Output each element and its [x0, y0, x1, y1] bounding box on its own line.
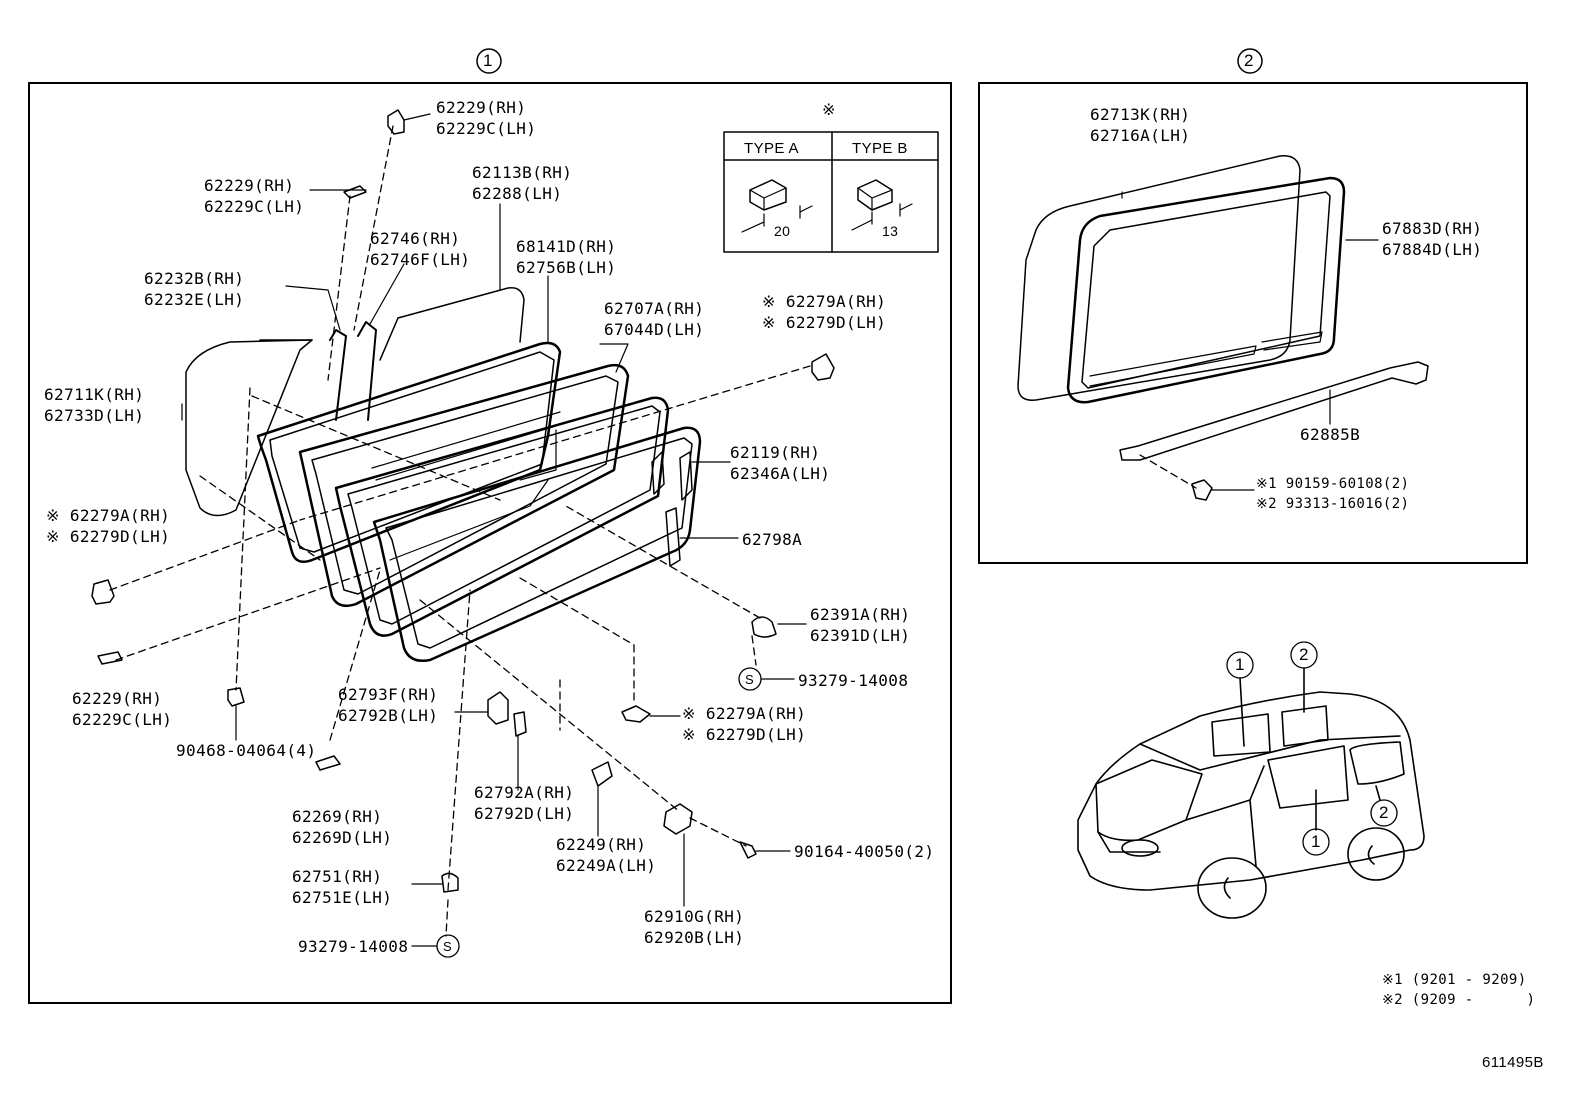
- part-label-62746: 62746(RH)62746F(LH): [370, 229, 471, 269]
- part-label-62910g: 62910G(RH)62920B(LH): [644, 907, 745, 947]
- vehicle-marker-2-top: 2: [1299, 645, 1309, 664]
- part-label-62229-bottom: 62229(RH)62229C(LH): [72, 689, 173, 729]
- type-table-note-mark: ※: [822, 102, 836, 119]
- part-label-62229-left: 62229(RH)62229C(LH): [204, 176, 305, 216]
- part-label-62711k: 62711K(RH)62733D(LH): [44, 385, 145, 425]
- panel-2-marker-circle: [1237, 48, 1263, 74]
- type-b-dimension: 13: [882, 223, 899, 239]
- drawing-id: 611495B: [1482, 1054, 1544, 1071]
- part-label-62798a: 62798A: [742, 530, 803, 549]
- part-label-62391a: 62391A(RH)62391D(LH): [810, 605, 911, 645]
- part-label-62119: 62119(RH)62346A(LH): [730, 443, 831, 483]
- type-a-heading: TYPE A: [744, 140, 799, 157]
- panel-1-marker-circle: [476, 48, 502, 74]
- panel-1-frame: [28, 82, 952, 1004]
- part-label-62232b: 62232B(RH)62232E(LH): [144, 269, 245, 309]
- s-symbol-right: S: [745, 672, 755, 687]
- part-label-62113b: 62113B(RH)62288(LH): [472, 163, 573, 203]
- type-b-heading: TYPE B: [852, 140, 908, 157]
- part-label-93279-right: 93279-14008: [798, 671, 909, 690]
- s-symbol-bottom: S: [443, 939, 453, 954]
- part-label-62713k: 62713K(RH)62716A(LH): [1090, 105, 1191, 145]
- part-label-62229-top: 62229(RH)62229C(LH): [436, 98, 537, 138]
- type-a-dimension: 20: [774, 223, 791, 239]
- part-label-68141d: 68141D(RH)62756B(LH): [516, 237, 617, 277]
- part-label-62793f: 62793F(RH)62792B(LH): [338, 685, 439, 725]
- part-label-90164: 90164-40050(2): [794, 842, 935, 861]
- part-label-62279a-left: ※ 62279A(RH)※ 62279D(LH): [46, 506, 171, 546]
- type-table-frame: [723, 131, 939, 253]
- part-label-62707a: 62707A(RH)67044D(LH): [604, 299, 705, 339]
- production-date-notes: ※1 (9201 - 9209)※2 (9209 - ): [1382, 972, 1536, 1008]
- part-label-62279a-right: ※ 62279A(RH)※ 62279D(LH): [762, 292, 887, 332]
- part-label-93279-bottom: 93279-14008: [298, 937, 409, 956]
- part-label-67883d: 67883D(RH)67884D(LH): [1382, 219, 1483, 259]
- vehicle-marker-2-rear: 2: [1379, 803, 1389, 822]
- part-label-90159: ※1 90159-60108(2)※2 93313-16016(2): [1256, 476, 1410, 512]
- part-label-62269: 62269(RH)62269D(LH): [292, 807, 393, 847]
- part-label-62279a-bottom: ※ 62279A(RH)※ 62279D(LH): [682, 704, 807, 744]
- vehicle-marker-1-top: 1: [1235, 655, 1245, 674]
- part-label-62792a: 62792A(RH)62792D(LH): [474, 783, 575, 823]
- panel-2-marker: 2: [1244, 51, 1254, 70]
- part-label-62885b: 62885B: [1300, 425, 1361, 444]
- panel-2-frame: [978, 82, 1528, 564]
- panel-1-marker: 1: [483, 51, 493, 70]
- part-label-90468: 90468-04064(4): [176, 741, 317, 760]
- vehicle-marker-1-side: 1: [1311, 832, 1321, 851]
- part-label-62249: 62249(RH)62249A(LH): [556, 835, 657, 875]
- part-label-62751: 62751(RH)62751E(LH): [292, 867, 393, 907]
